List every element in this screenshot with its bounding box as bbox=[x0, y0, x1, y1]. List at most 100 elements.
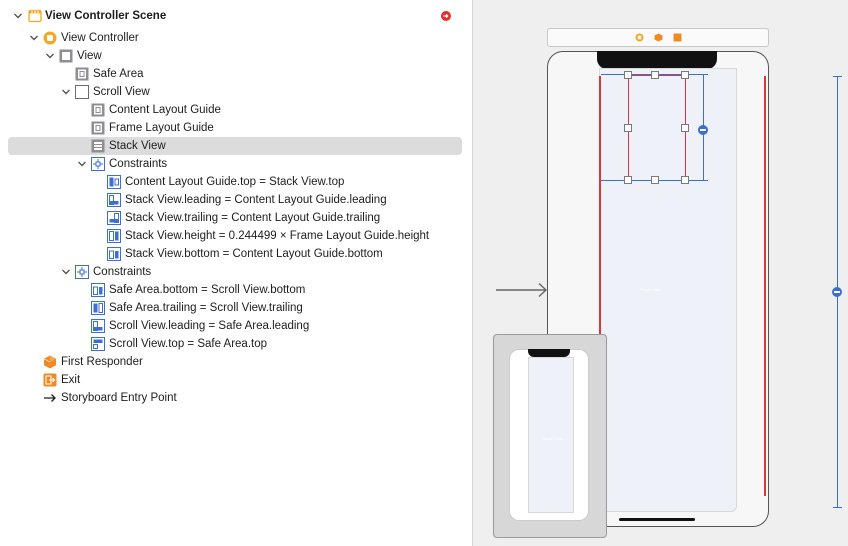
resize-handle[interactable] bbox=[681, 71, 689, 79]
resize-handle[interactable] bbox=[681, 124, 689, 132]
chevron-down-icon[interactable] bbox=[28, 32, 40, 44]
scroll-view-label: Scroll View bbox=[93, 86, 150, 98]
minimap-notch bbox=[528, 349, 570, 357]
resize-handle[interactable] bbox=[624, 176, 632, 184]
minimap-screen: Scroll View bbox=[528, 357, 574, 513]
resize-handle[interactable] bbox=[681, 176, 689, 184]
scene-icon bbox=[28, 9, 42, 23]
constraint-cap bbox=[699, 180, 708, 181]
view-controller-label: View Controller bbox=[61, 32, 139, 44]
exit-label: Exit bbox=[61, 374, 81, 386]
constraint-label: Stack View.height = 0.244499 × Frame Lay… bbox=[125, 230, 430, 242]
outline-row-scene[interactable]: View Controller Scene bbox=[0, 7, 472, 25]
constraint-label: Safe Area.trailing = Scroll View.trailin… bbox=[109, 302, 303, 314]
safe-area-label: Safe Area bbox=[93, 68, 144, 80]
constraint-line-red bbox=[599, 76, 601, 338]
constraint-line-red bbox=[764, 76, 766, 496]
constraint-top-icon bbox=[91, 337, 105, 351]
layout-guide-icon bbox=[91, 103, 105, 117]
safe-area-icon bbox=[75, 67, 89, 81]
outline-row-view-controller[interactable]: View Controller bbox=[0, 29, 472, 47]
constraint-bottom-icon bbox=[107, 247, 121, 261]
constraint-cap bbox=[833, 76, 842, 77]
constraint-row[interactable]: Safe Area.trailing = Scroll View.trailin… bbox=[0, 299, 472, 317]
constraint-cap bbox=[699, 74, 708, 75]
first-responder-label: First Responder bbox=[61, 356, 143, 368]
constraint-row[interactable]: Stack View.leading = Content Layout Guid… bbox=[0, 191, 472, 209]
view-label: View bbox=[77, 50, 102, 62]
outline-row-outer-constraints[interactable]: Constraints bbox=[0, 263, 472, 281]
constraint-trailing-icon bbox=[107, 211, 121, 225]
first-responder-icon bbox=[43, 355, 57, 369]
constraint-label: Content Layout Guide.top = Stack View.to… bbox=[125, 176, 345, 188]
selection-highlight bbox=[8, 137, 462, 155]
constraint-label: Scroll View.top = Safe Area.top bbox=[109, 338, 268, 350]
constraint-row[interactable]: Stack View.trailing = Content Layout Gui… bbox=[0, 209, 472, 227]
layout-guide-icon bbox=[91, 121, 105, 135]
constraint-row[interactable]: Stack View.height = 0.244499 × Frame Lay… bbox=[0, 227, 472, 245]
resize-handle[interactable] bbox=[651, 176, 659, 184]
constraint-top-icon bbox=[107, 175, 121, 189]
constraint-label: Scroll View.leading = Safe Area.leading bbox=[109, 320, 310, 332]
exit-icon bbox=[43, 373, 57, 387]
resize-handle[interactable] bbox=[624, 71, 632, 79]
constraint-row[interactable]: Scroll View.leading = Safe Area.leading bbox=[0, 317, 472, 335]
outline-row-entry-point[interactable]: Storyboard Entry Point bbox=[0, 389, 472, 407]
outline-row-exit[interactable]: Exit bbox=[0, 371, 472, 389]
constraint-handle[interactable] bbox=[698, 125, 708, 135]
constraint-cap bbox=[833, 507, 842, 508]
minimap-placeholder: Scroll View bbox=[543, 436, 563, 441]
scroll-view-icon bbox=[75, 85, 89, 99]
storyboard-canvas[interactable]: Scroll View Scroll View bbox=[473, 0, 848, 546]
content-layout-guide-label: Content Layout Guide bbox=[109, 104, 221, 116]
constraint-height-icon bbox=[107, 229, 121, 243]
constraints-group-icon bbox=[75, 265, 89, 279]
outline-row-content-layout-guide[interactable]: Content Layout Guide bbox=[0, 101, 472, 119]
constraint-handle[interactable] bbox=[832, 287, 842, 297]
constraint-row[interactable]: Safe Area.bottom = Scroll View.bottom bbox=[0, 281, 472, 299]
error-badge-icon[interactable] bbox=[441, 11, 451, 21]
outline-row-scroll-view[interactable]: Scroll View bbox=[0, 83, 472, 101]
constraint-row[interactable]: Content Layout Guide.top = Stack View.to… bbox=[0, 173, 472, 191]
arrow-right-icon bbox=[43, 391, 57, 405]
constraint-label: Safe Area.bottom = Scroll View.bottom bbox=[109, 284, 306, 296]
constraint-label: Stack View.leading = Content Layout Guid… bbox=[125, 194, 387, 206]
split-divider[interactable] bbox=[472, 0, 473, 546]
resize-handle[interactable] bbox=[651, 71, 659, 79]
frame-layout-guide-label: Frame Layout Guide bbox=[109, 122, 214, 134]
constraint-bottom-icon bbox=[91, 283, 105, 297]
stack-view-label: Stack View bbox=[109, 140, 166, 152]
scene-dock bbox=[547, 28, 769, 47]
exit-dock-icon[interactable] bbox=[673, 33, 682, 45]
outline-row-safe-area[interactable]: Safe Area bbox=[0, 65, 472, 83]
view-controller-dock-icon[interactable] bbox=[635, 33, 644, 45]
chevron-down-icon[interactable] bbox=[76, 158, 88, 170]
constraint-label: Stack View.bottom = Content Layout Guide… bbox=[125, 248, 383, 260]
constraint-label: Stack View.trailing = Content Layout Gui… bbox=[125, 212, 381, 224]
constraint-leading-icon bbox=[91, 319, 105, 333]
constraint-row[interactable]: Stack View.bottom = Content Layout Guide… bbox=[0, 245, 472, 263]
chevron-down-icon[interactable] bbox=[60, 266, 72, 278]
document-outline: View Controller Scene View Controller Vi… bbox=[0, 7, 472, 407]
stack-view-selection[interactable] bbox=[628, 75, 686, 181]
minimap[interactable]: Scroll View bbox=[493, 334, 607, 538]
device-notch bbox=[597, 51, 717, 69]
view-icon bbox=[59, 49, 73, 63]
chevron-down-icon[interactable] bbox=[60, 86, 72, 98]
outline-row-stack-view[interactable]: Stack View bbox=[0, 137, 472, 155]
scroll-view-placeholder: Scroll View bbox=[640, 287, 660, 292]
chevron-down-icon[interactable] bbox=[44, 50, 56, 62]
outline-row-view[interactable]: View bbox=[0, 47, 472, 65]
constraint-leading-icon bbox=[107, 193, 121, 207]
outline-row-frame-layout-guide[interactable]: Frame Layout Guide bbox=[0, 119, 472, 137]
home-indicator bbox=[619, 518, 695, 521]
first-responder-dock-icon[interactable] bbox=[654, 33, 663, 45]
chevron-down-icon[interactable] bbox=[12, 10, 24, 22]
outline-row-first-responder[interactable]: First Responder bbox=[0, 353, 472, 371]
entry-point-arrow-icon[interactable] bbox=[495, 282, 549, 301]
stack-view-icon bbox=[91, 139, 105, 153]
scene-title: View Controller Scene bbox=[45, 10, 167, 22]
constraint-row[interactable]: Scroll View.top = Safe Area.top bbox=[0, 335, 472, 353]
resize-handle[interactable] bbox=[624, 124, 632, 132]
outline-row-inner-constraints[interactable]: Constraints bbox=[0, 155, 472, 173]
